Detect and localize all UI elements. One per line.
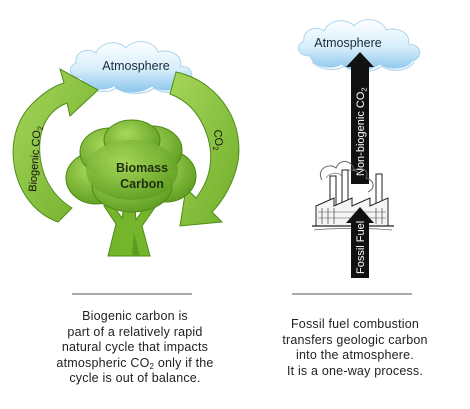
- cloud-icon: [69, 41, 193, 94]
- biomass-label-line2: Carbon: [120, 177, 164, 191]
- caption-line: transfers geologic carbon: [282, 332, 428, 347]
- biomass-label-line1: Biomass: [116, 161, 168, 175]
- caption-line: part of a relatively rapid: [67, 324, 203, 339]
- right-atmosphere-label: Atmosphere: [314, 36, 381, 50]
- left-atmosphere-label: Atmosphere: [102, 59, 169, 73]
- caption-line: Fossil fuel combustion: [290, 317, 420, 331]
- co2-arrow: [169, 71, 240, 227]
- caption-line: into the atmosphere.: [296, 348, 414, 362]
- non-biogenic-co2-label: Non-biogenic CO2: [355, 87, 369, 176]
- caption-line: atmospheric CO2 only if the: [56, 355, 214, 371]
- non-biogenic-co2-arrow: [346, 52, 374, 184]
- fossil-fuel-arrow: [346, 207, 374, 278]
- tree-icon: [65, 119, 197, 257]
- caption-line: cycle is out of balance.: [69, 371, 201, 385]
- fossil-fuel-label: Fossil Fuel: [355, 221, 367, 274]
- caption-line: It is a one-way process.: [286, 363, 424, 378]
- caption-line: natural cycle that impacts: [61, 340, 209, 354]
- right-caption: Fossil fuel combustion transfers geologi…: [250, 317, 460, 379]
- biogenic-co2-label: Biogenic CO2: [27, 126, 45, 193]
- biogenic-co2-arrow: [12, 67, 99, 223]
- caption-line: Biogenic carbon is: [82, 309, 188, 323]
- co2-label: CO2: [210, 129, 225, 151]
- left-caption: Biogenic carbon is part of a relatively …: [30, 309, 240, 387]
